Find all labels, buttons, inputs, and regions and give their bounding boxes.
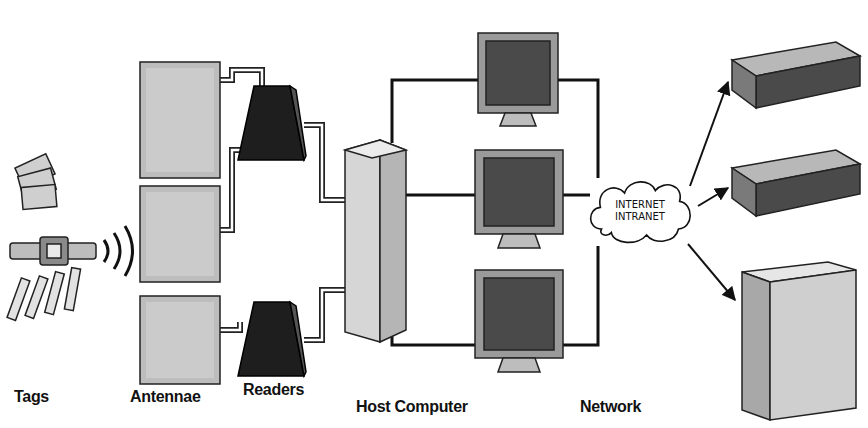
- tag-sticks: [7, 268, 81, 321]
- antenna-panels: [140, 62, 220, 384]
- reader-wires: [304, 125, 345, 340]
- monitors: [475, 33, 563, 372]
- cloud-text: INTERNET INTRANET: [609, 199, 671, 224]
- network-cloud: INTERNET INTRANET: [585, 175, 695, 247]
- section-label: Host Computer: [356, 398, 468, 416]
- section-label: Antennae: [130, 388, 201, 406]
- tag-band: [10, 237, 96, 265]
- host-tower: [345, 140, 406, 342]
- section-label: Network: [580, 398, 641, 416]
- radio-waves: [104, 226, 133, 276]
- section-label: Readers: [243, 381, 304, 399]
- remote-servers: [732, 42, 860, 420]
- section-label: Tags: [14, 388, 49, 406]
- network-arrows: [688, 82, 735, 300]
- tag-cards: [15, 154, 57, 210]
- reader-units: [238, 86, 306, 376]
